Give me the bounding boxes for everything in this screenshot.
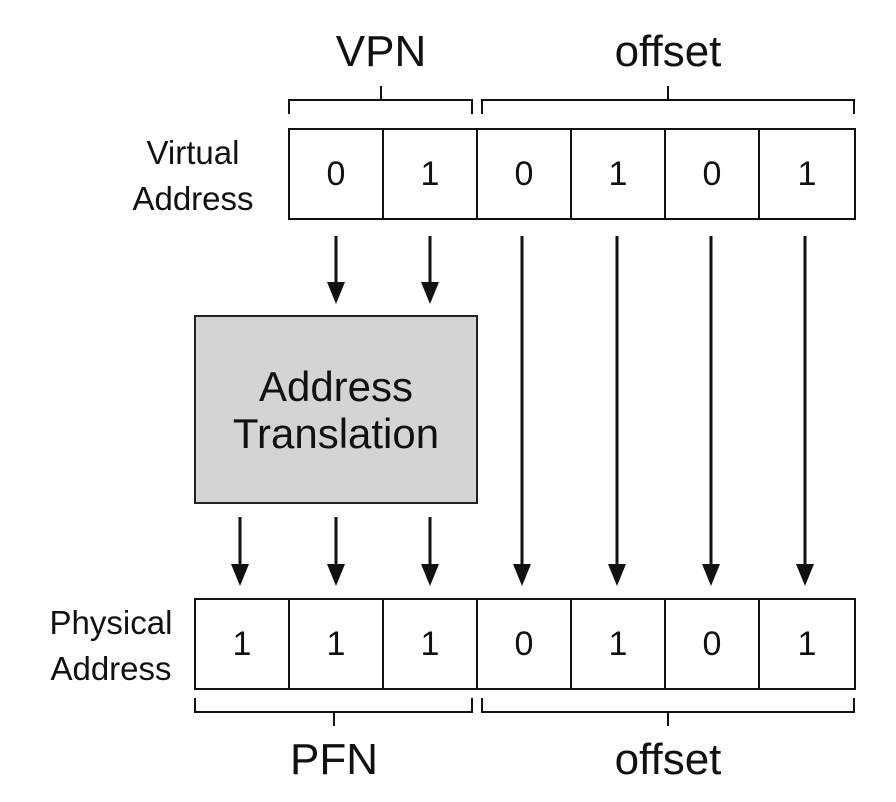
pfn-arrow [327,517,345,586]
physical-bit: 1 [196,600,290,688]
virtual-bit: 0 [478,130,572,218]
pfn-label: PFN [290,735,378,784]
virtual-address-label-line1: Virtual [146,134,240,171]
physical-address-label-line1: Physical [49,604,173,641]
vpn-arrow [421,236,439,304]
pfn-arrow [421,517,439,586]
virtual-bit: 0 [290,130,384,218]
physical-bit: 1 [290,600,384,688]
offset-bottom-bracket [481,698,855,726]
virtual-bit: 1 [572,130,666,218]
physical-address-row: 1 1 1 0 1 0 1 [194,598,856,690]
vpn-arrow [327,236,345,304]
physical-bit: 0 [666,600,760,688]
offset-bottom-label: offset [614,735,722,784]
offset-top-bracket [481,86,855,114]
physical-bit: 1 [572,600,666,688]
pfn-arrow [231,517,249,586]
translator-line2: Translation [232,409,440,457]
virtual-address-label: Virtual Address [108,130,278,222]
physical-address-label-line2: Address [50,650,172,687]
virtual-address-label-line2: Address [132,180,254,217]
translator-line1: Address [258,362,414,410]
pfn-bracket [194,698,473,726]
offset-arrow [702,236,720,586]
vpn-bracket [288,86,473,114]
offset-arrow [796,236,814,586]
physical-bit: 0 [478,600,572,688]
address-translation-box: Address Translation [194,315,478,504]
virtual-address-row: 0 1 0 1 0 1 [288,128,856,220]
virtual-bit: 1 [797,154,817,193]
offset-arrow [608,236,626,586]
physical-bit: 1 [384,600,478,688]
offset-top-label: offset [614,27,722,76]
virtual-bit: 1 [384,130,478,218]
physical-address-label: Physical Address [26,600,196,692]
physical-bit: 1 [797,624,817,663]
vpn-label: VPN [335,27,427,76]
offset-arrow [513,236,531,586]
virtual-bit: 0 [666,130,760,218]
